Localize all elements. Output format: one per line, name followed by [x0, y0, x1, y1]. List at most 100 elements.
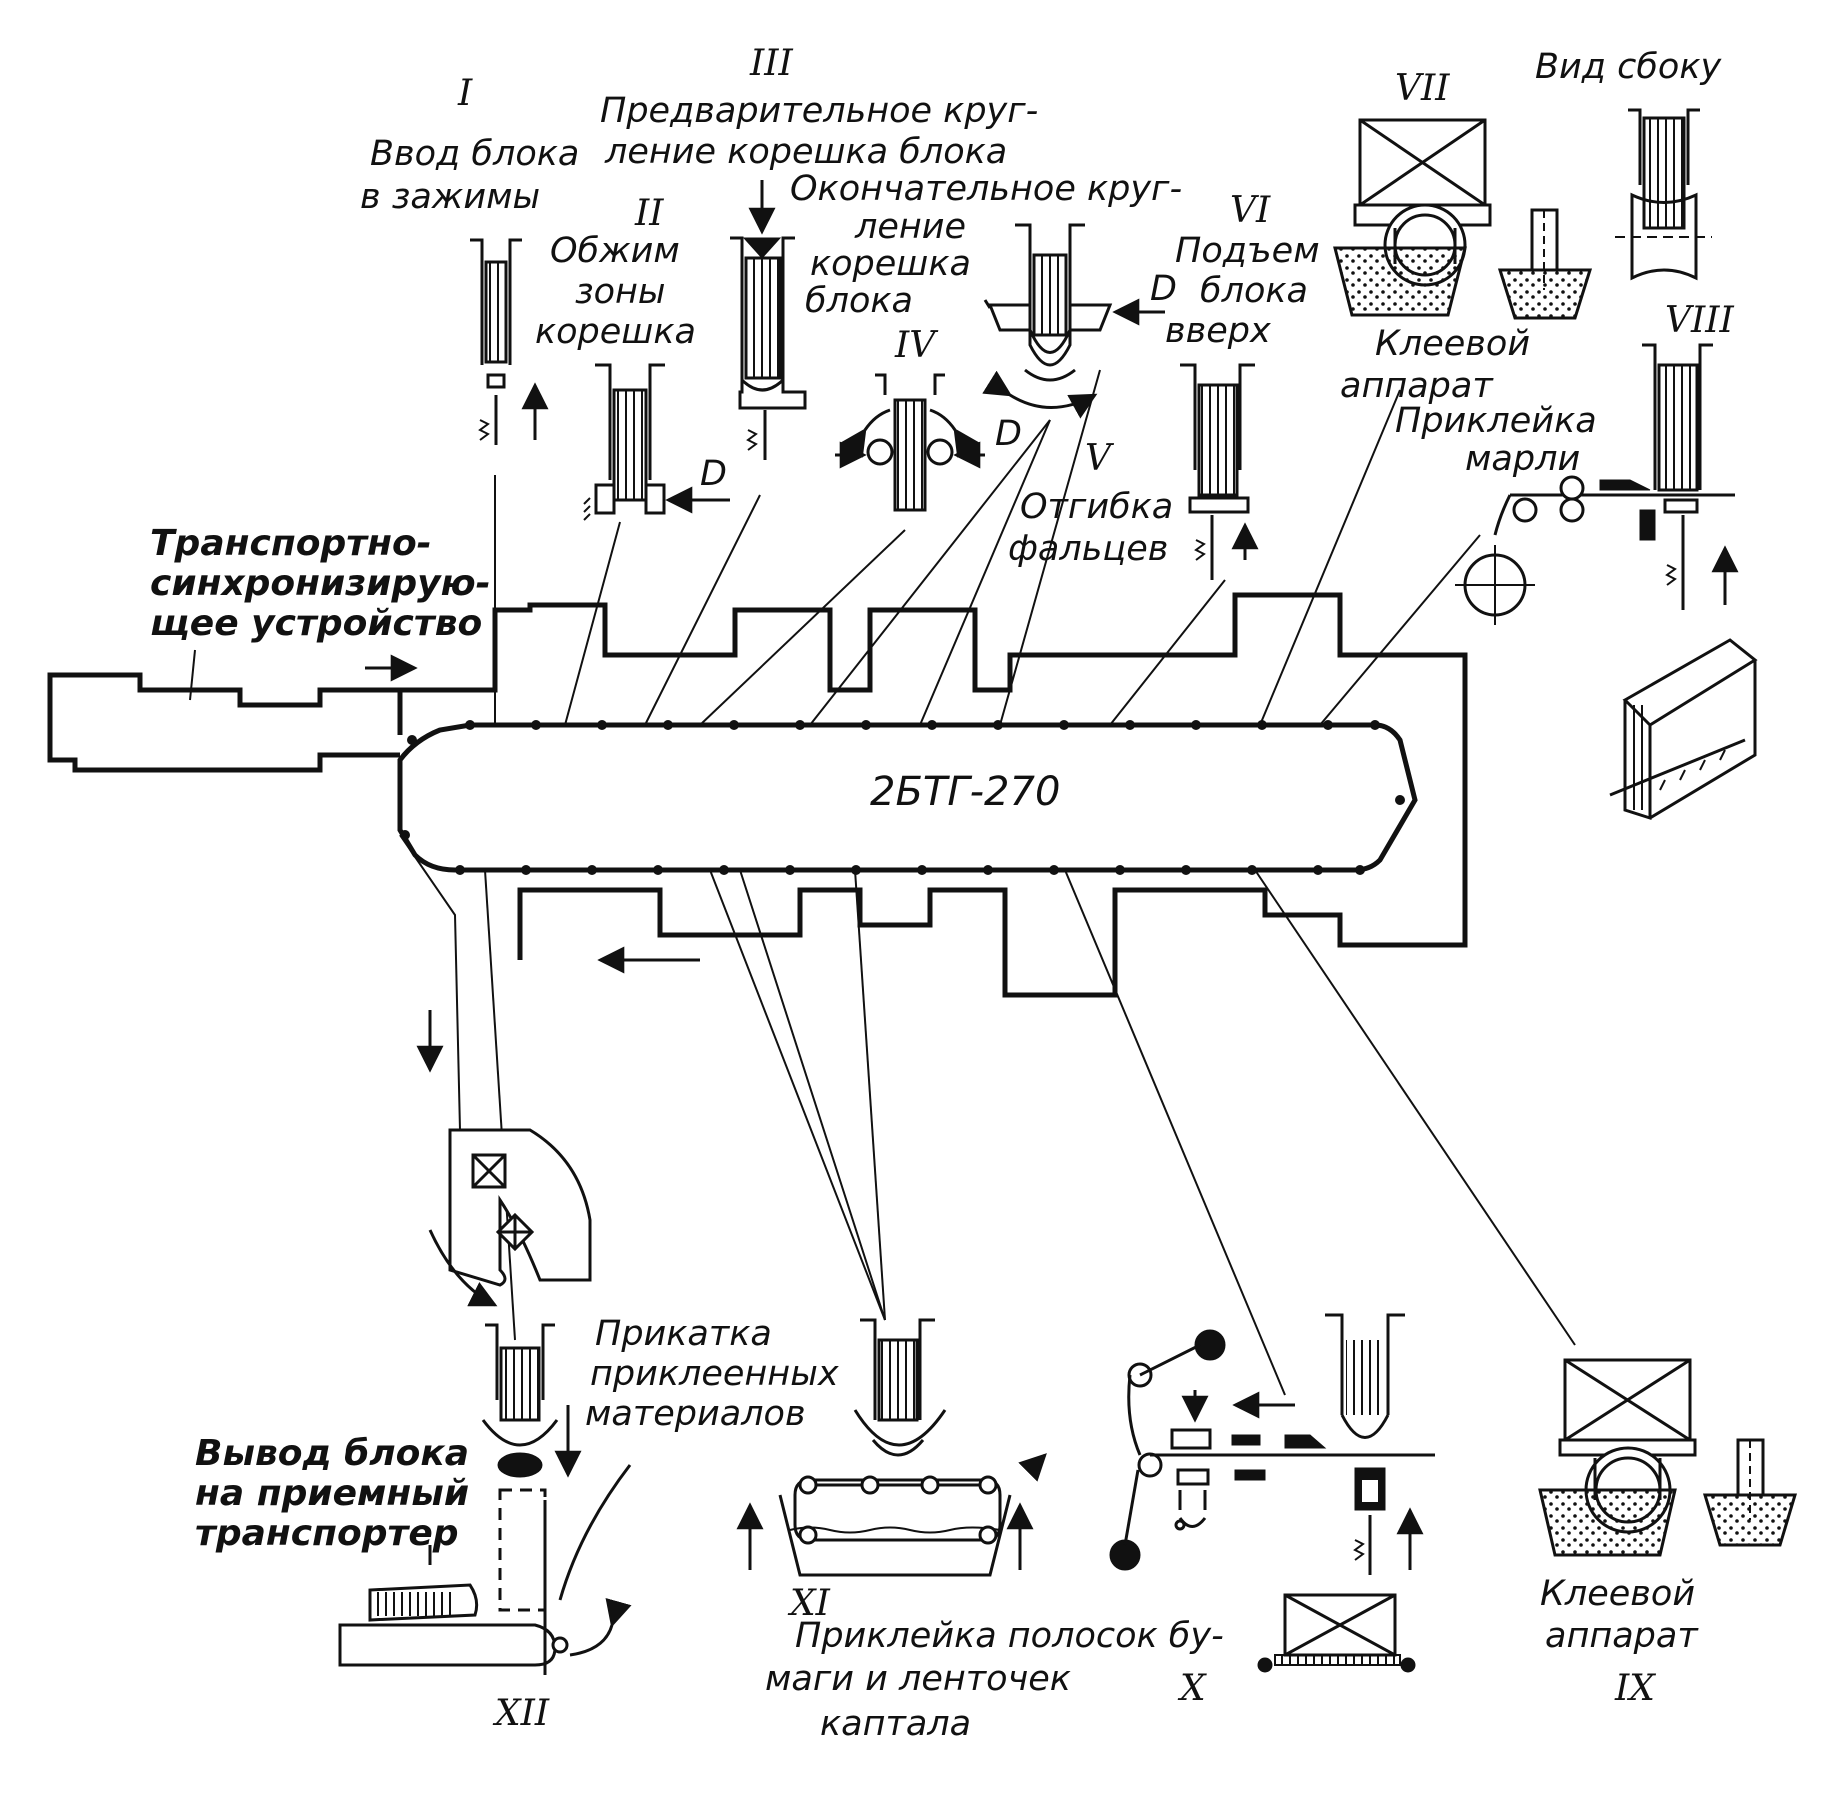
label-s6-1: Подъем [1175, 231, 1320, 271]
chain-link [861, 720, 871, 730]
labels: Транспортно- синхронизирую- щее устройст… [150, 43, 1734, 1744]
label-s2-3: корешка [535, 312, 696, 352]
chain-link [1395, 795, 1405, 805]
label-transport-2: синхронизирую- [150, 563, 491, 604]
chain-link [1370, 720, 1380, 730]
chain-link [1181, 865, 1191, 875]
chain-link [597, 720, 607, 730]
label-s11-2: приклеенных [590, 1354, 839, 1394]
chain-link [1191, 720, 1201, 730]
label-glue-top-2: аппарат [1340, 366, 1494, 406]
label-s12-1: Вывод блока [195, 1433, 469, 1474]
station-5-fold-bending [982, 223, 1165, 419]
chain-link [1313, 865, 1323, 875]
label-s5-2: фальцев [1008, 529, 1168, 569]
force-d-5: D [1150, 269, 1177, 309]
station-9-glue-unit [1538, 1358, 1798, 1557]
label-s2-2: зоны [575, 272, 666, 312]
chain-link [1049, 865, 1059, 875]
chain-link [1059, 720, 1069, 730]
label-glue-bottom-1: Клеевой [1540, 1574, 1695, 1614]
label-s3-1: Предварительное круг- [600, 91, 1038, 131]
numeral-12: XII [492, 1693, 550, 1734]
label-s4-4: блока [805, 281, 913, 321]
label-transport-3: щее устройство [150, 603, 482, 644]
chain-link [785, 865, 795, 875]
label-s10-3: каптала [820, 1704, 971, 1744]
label-s12-3: транспортер [195, 1513, 459, 1554]
numeral-11: XI [787, 1583, 831, 1624]
chain-link [795, 720, 805, 730]
chain-link [1247, 865, 1257, 875]
numeral-7: VII [1395, 68, 1450, 109]
chain-conveyor [397, 722, 1418, 873]
chain-link [465, 720, 475, 730]
station-12-block-output [338, 1128, 632, 1675]
label-s10-1: Приклейка полосок бу- [795, 1616, 1224, 1656]
numeral-5: V [1085, 438, 1115, 479]
label-s10-2: маги и ленточек [765, 1659, 1071, 1699]
book-sketch [1609, 638, 1758, 821]
label-s11-3: материалов [585, 1394, 806, 1434]
chain-link [521, 865, 531, 875]
numeral-8: VIII [1665, 300, 1734, 341]
label-s1-2: в зажимы [360, 177, 540, 217]
label-s12-2: на приемный [195, 1473, 469, 1514]
side-view [1615, 108, 1712, 281]
chain-link [719, 865, 729, 875]
label-s4-1: Окончательное круг- [790, 169, 1182, 209]
numeral-3: III [749, 43, 793, 84]
label-s11-1: Прикатка [595, 1314, 772, 1354]
station-6-block-lift [1180, 363, 1259, 580]
chain-link [407, 735, 417, 745]
station-4-final-rounding [835, 373, 985, 512]
label-transport-1: Транспортно- [150, 523, 432, 564]
numeral-9: IX [1614, 1668, 1656, 1709]
chain-link [653, 865, 663, 875]
transport-sync-device [47, 649, 400, 773]
label-glue-top-1: Клеевой [1375, 324, 1530, 364]
station-3-pre-rounding [730, 180, 807, 460]
station-1-block-clamps [470, 238, 549, 445]
label-s6-2: блока [1200, 271, 1308, 311]
station-10-paper-headband [1109, 1313, 1435, 1673]
force-d-2: D [700, 454, 727, 494]
station-7-glue-unit [1333, 118, 1593, 320]
numeral-6: VI [1230, 190, 1271, 231]
chain-link [927, 720, 937, 730]
label-s5-1: Отгибка [1020, 487, 1173, 527]
station-8-gauze-gluing [1455, 343, 1739, 625]
label-glue-bottom-2: аппарат [1545, 1616, 1699, 1656]
chain-link [1355, 865, 1365, 875]
label-side-view: Вид сбоку [1535, 47, 1722, 87]
numeral-4: IV [894, 325, 939, 366]
label-s4-3: корешка [810, 244, 971, 284]
chain-link [531, 720, 541, 730]
label-s2-1: Обжим [550, 231, 680, 271]
label-s4-2: ление [854, 207, 966, 247]
station-2-spine-crimp [583, 363, 730, 521]
label-s6-3: вверх [1165, 311, 1271, 351]
chain-link [455, 865, 465, 875]
chain-link [729, 720, 739, 730]
station-11-rolling [736, 1318, 1047, 1577]
numeral-1: I [457, 73, 473, 114]
machine-label: 2БТГ-270 [870, 769, 1060, 815]
chain-link [663, 720, 673, 730]
chain-link [983, 865, 993, 875]
chain-links [400, 720, 1405, 875]
chain-link [917, 865, 927, 875]
label-s8-2: марли [1465, 439, 1580, 479]
leader-lines [399, 369, 1576, 1396]
chain-link [587, 865, 597, 875]
label-s3-2: ление корешка блока [604, 132, 1007, 172]
numeral-10: X [1177, 1668, 1207, 1709]
chain-link [1115, 865, 1125, 875]
label-s8-1: Приклейка [1395, 401, 1597, 441]
chain-link [1125, 720, 1135, 730]
numeral-2: II [634, 193, 664, 234]
chain-link [1323, 720, 1333, 730]
label-s1-1: Ввод блока [370, 134, 579, 174]
force-d-4: D [995, 414, 1022, 454]
